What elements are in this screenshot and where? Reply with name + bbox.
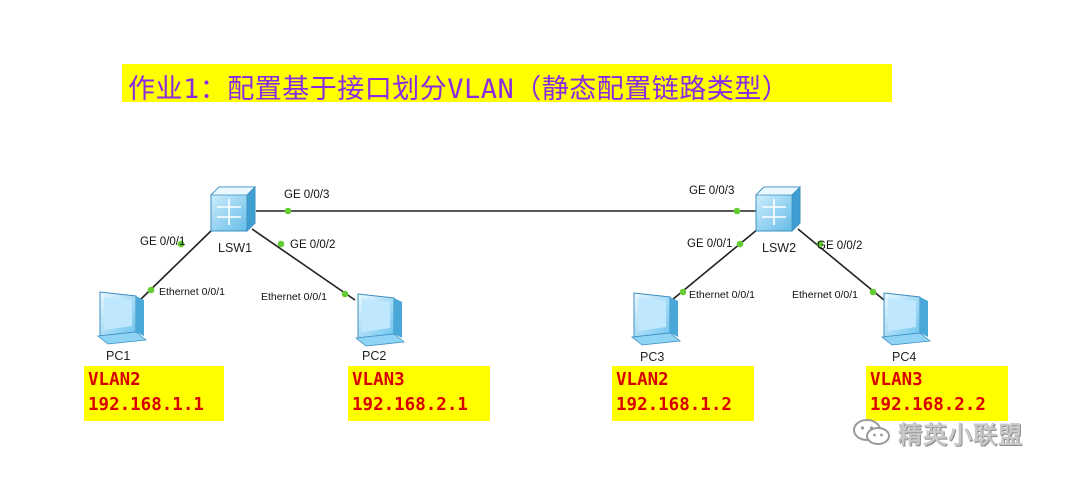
port-label-lsw1-ge2: GE 0/0/2 xyxy=(290,239,336,251)
pc4-ip: 192.168.2.2 xyxy=(870,395,986,415)
port-label-lsw1-ge3: GE 0/0/3 xyxy=(284,189,330,201)
diagram-title: 作业1：配置基于接口划分VLAN（静态配置链路类型） xyxy=(128,74,790,105)
watermark-text: 精英小联盟 xyxy=(898,420,1023,449)
pc1-name: PC1 xyxy=(106,349,131,363)
port-dot-lsw1-ge1 xyxy=(177,240,185,248)
title-banner: 作业1：配置基于接口划分VLAN（静态配置链路类型） xyxy=(122,64,892,105)
pc3-ip: 192.168.1.2 xyxy=(616,395,732,415)
pc1-info-box: VLAN2 192.168.1.1 xyxy=(84,366,224,421)
port-dot-pc4 xyxy=(869,288,877,296)
port-label-pc3-eth: Ethernet 0/0/1 xyxy=(689,289,755,301)
pc3-vlan: VLAN2 xyxy=(616,370,669,390)
pc1-icon[interactable] xyxy=(96,291,148,345)
wechat-icon xyxy=(853,419,890,445)
pc3-info-box: VLAN2 192.168.1.2 xyxy=(612,366,754,421)
link-lsw2-pc4 xyxy=(797,228,885,301)
pc2-name: PC2 xyxy=(362,349,387,363)
switch-lsw2-name: LSW2 xyxy=(762,241,797,255)
port-dot-pc2 xyxy=(341,290,349,298)
pc2-ip: 192.168.2.1 xyxy=(352,395,468,415)
pc2-info-box: VLAN3 192.168.2.1 xyxy=(348,366,490,421)
switch-lsw1-icon[interactable] xyxy=(210,186,256,232)
port-label-pc4-eth: Ethernet 0/0/1 xyxy=(792,289,858,301)
pc2-vlan: VLAN3 xyxy=(352,370,405,390)
pc1-ip: 192.168.1.1 xyxy=(88,395,204,415)
port-dot-lsw2-ge2 xyxy=(816,240,824,248)
port-label-lsw2-ge3: GE 0/0/3 xyxy=(689,185,735,197)
pc4-icon[interactable] xyxy=(880,292,932,346)
pc3-name: PC3 xyxy=(640,350,665,364)
link-lsw2-pc3 xyxy=(671,228,759,301)
port-label-lsw2-ge1: GE 0/0/1 xyxy=(687,238,733,250)
switch-lsw1-name: LSW1 xyxy=(218,241,253,255)
port-dot-pc3 xyxy=(679,288,687,296)
watermark: 精英小联盟 xyxy=(852,417,1023,449)
port-dot-lsw1-ge2 xyxy=(277,240,285,248)
port-label-lsw1-ge1: GE 0/0/1 xyxy=(140,236,186,248)
port-label-lsw2-ge2: GE 0/0/2 xyxy=(817,240,863,252)
link-lsw1-pc2 xyxy=(251,228,356,301)
pc2-icon[interactable] xyxy=(354,293,406,347)
pc3-icon[interactable] xyxy=(630,292,682,346)
port-dot-lsw2-ge3 xyxy=(733,207,741,215)
pc4-name: PC4 xyxy=(892,350,917,364)
pc1-vlan: VLAN2 xyxy=(88,370,141,390)
port-dot-lsw1-ge3 xyxy=(284,207,292,215)
pc4-info-box: VLAN3 192.168.2.2 xyxy=(866,366,1008,421)
port-dot-lsw2-ge1 xyxy=(736,240,744,248)
port-label-pc2-eth: Ethernet 0/0/1 xyxy=(261,291,327,303)
port-dot-pc1 xyxy=(147,286,155,294)
switch-lsw2-icon[interactable] xyxy=(755,186,801,232)
pc4-vlan: VLAN3 xyxy=(870,370,923,390)
port-label-pc1-eth: Ethernet 0/0/1 xyxy=(159,286,225,298)
